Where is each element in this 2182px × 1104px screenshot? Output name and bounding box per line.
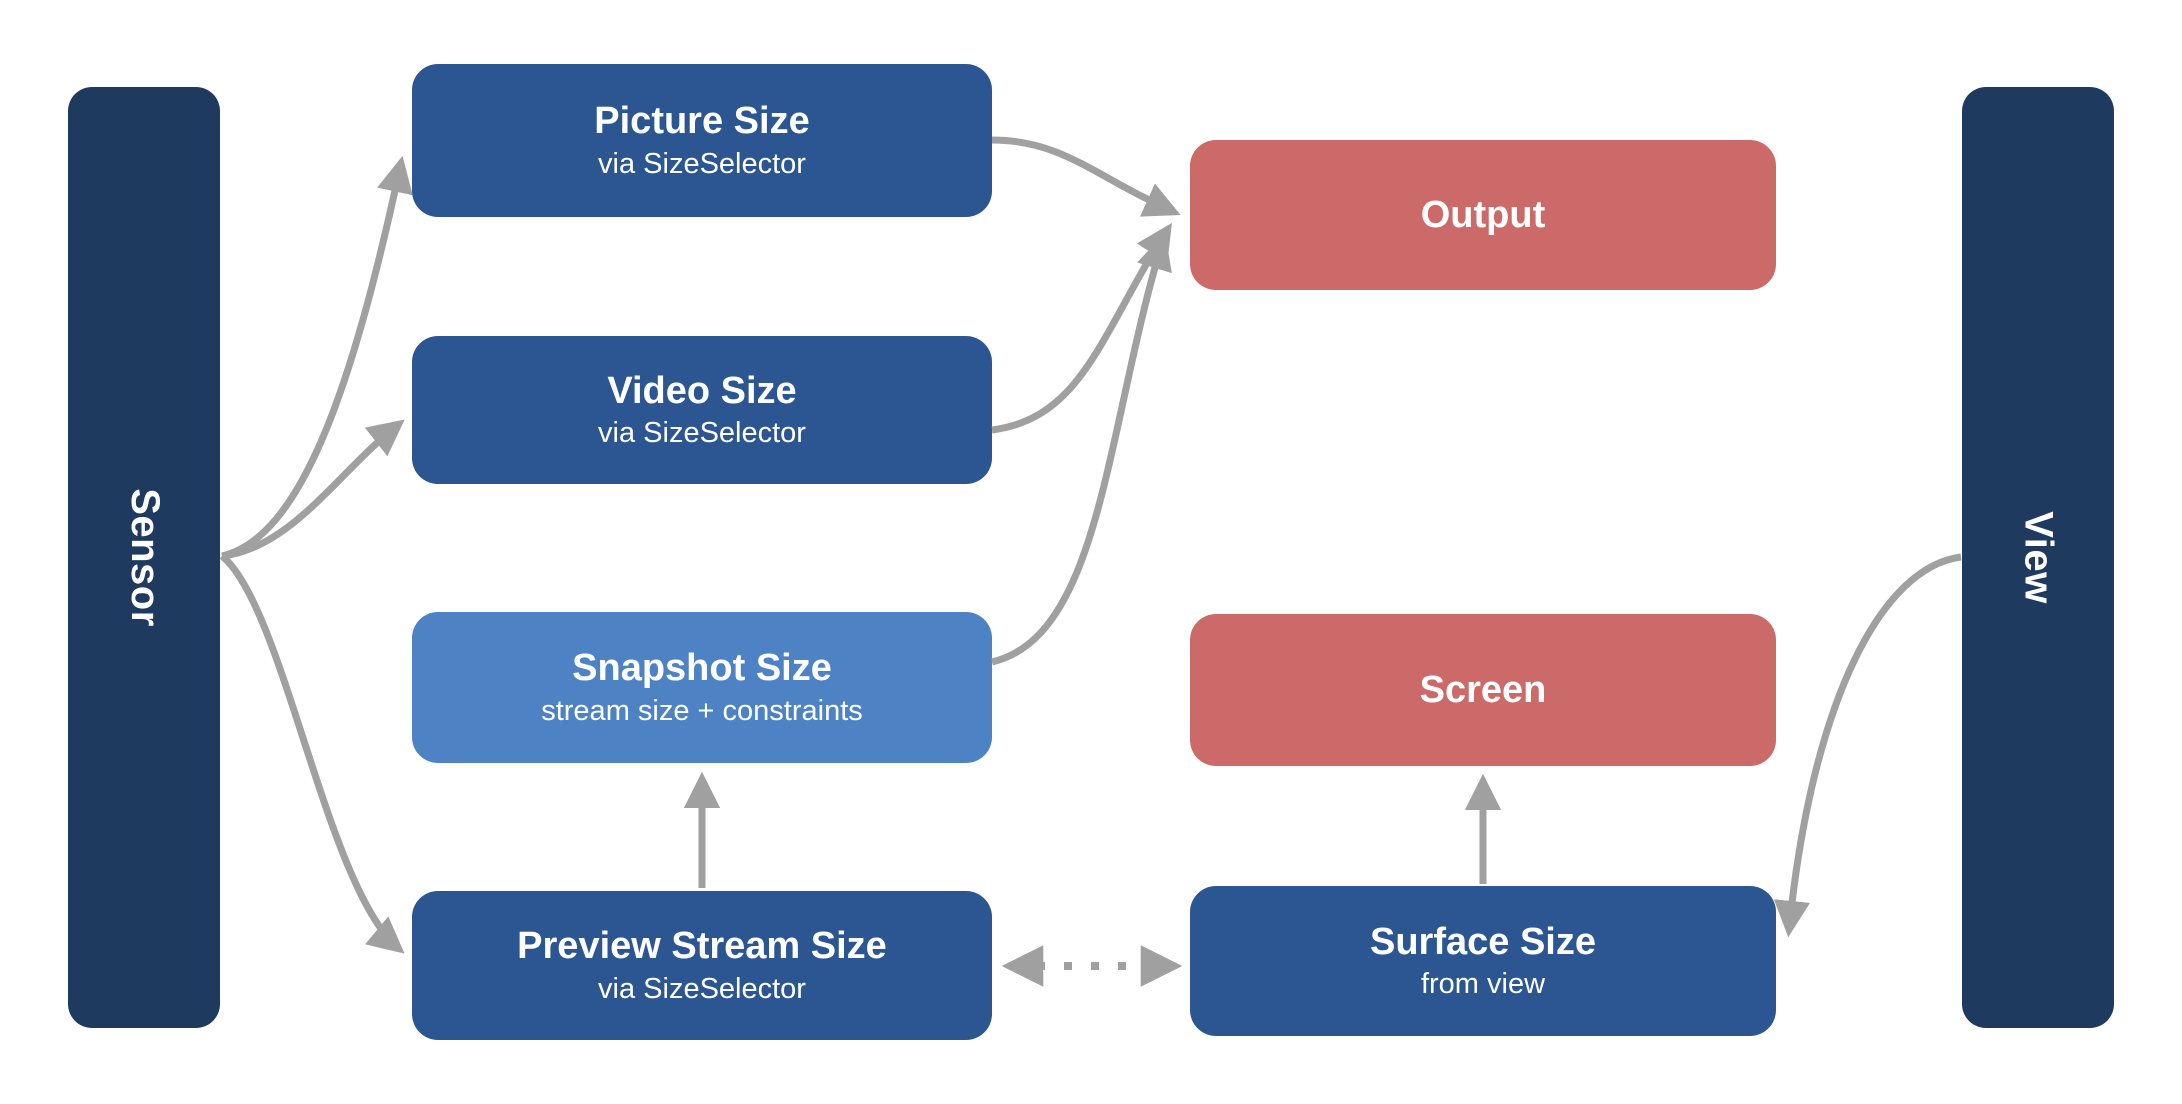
- edge-sensor-to-preview-stream-size: [219, 553, 405, 954]
- video-size-title: Video Size: [607, 369, 797, 412]
- video-size-node: Video Size via SizeSelector: [412, 336, 992, 484]
- sensor-rail: Sensor: [68, 87, 220, 1028]
- picture-size-title: Picture Size: [594, 100, 810, 143]
- screen-node: Screen: [1190, 614, 1776, 766]
- picture-size-node: Picture Size via SizeSelector: [412, 64, 992, 217]
- snapshot-size-subtitle: stream size + constraints: [541, 694, 863, 727]
- screen-title: Screen: [1419, 668, 1547, 711]
- edge-snapshot-size-to-output: [991, 233, 1172, 666]
- video-size-subtitle: via SizeSelector: [598, 417, 806, 450]
- preview-stream-size-subtitle: via SizeSelector: [598, 972, 806, 1005]
- view-rail-label: View: [2016, 511, 2061, 604]
- surface-size-title: Surface Size: [1370, 920, 1596, 963]
- preview-stream-size-title: Preview Stream Size: [517, 925, 887, 968]
- output-title: Output: [1420, 193, 1546, 236]
- picture-size-subtitle: via SizeSelector: [598, 147, 806, 180]
- surface-size-subtitle: from view: [1420, 968, 1546, 1001]
- sensor-rail-label: Sensor: [122, 488, 167, 627]
- edge-picture-size-to-output: [991, 136, 1181, 217]
- edge-sensor-to-video-size: [221, 419, 405, 560]
- view-rail: View: [1962, 87, 2114, 1028]
- edge-sensor-to-picture-size: [221, 155, 413, 560]
- output-node: Output: [1190, 140, 1776, 290]
- snapshot-size-title: Snapshot Size: [572, 647, 832, 690]
- snapshot-size-node: Snapshot Size stream size + constraints: [412, 612, 992, 763]
- edge-view-to-surface-size: [1773, 553, 1962, 938]
- preview-stream-size-node: Preview Stream Size via SizeSelector: [412, 891, 992, 1040]
- surface-size-node: Surface Size from view: [1190, 886, 1776, 1036]
- edge-video-size-to-output: [991, 222, 1172, 434]
